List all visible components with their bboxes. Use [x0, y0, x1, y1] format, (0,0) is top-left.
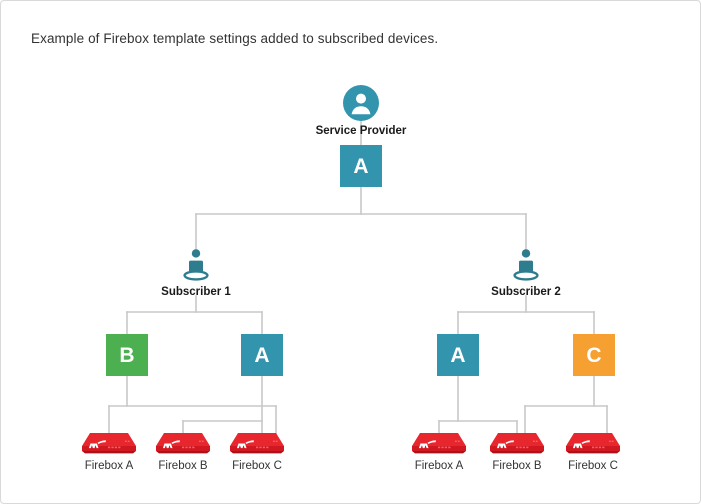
device-label: Firebox A	[84, 460, 134, 472]
firebox-appliance-icon	[144, 431, 222, 455]
service-provider-label: Service Provider	[315, 125, 407, 137]
device-sub2-firebox-a[interactable]: Firebox A	[400, 431, 478, 472]
user-circle-icon	[281, 85, 441, 121]
device-label: Firebox B	[158, 460, 208, 472]
service-provider-node: Service Provider	[281, 85, 441, 137]
firebox-appliance-icon	[70, 431, 148, 455]
subscriber-2-label: Subscriber 2	[491, 286, 561, 298]
template-box-sub1-b[interactable]: B	[106, 334, 148, 376]
subscriber-1-node: Subscriber 1	[116, 248, 276, 298]
user-platform-icon	[116, 248, 276, 282]
device-sub1-firebox-b[interactable]: Firebox B	[144, 431, 222, 472]
device-sub2-firebox-b[interactable]: Firebox B	[478, 431, 556, 472]
firebox-appliance-icon	[478, 431, 556, 455]
firebox-appliance-icon	[400, 431, 478, 455]
template-box-sub2-c[interactable]: C	[573, 334, 615, 376]
template-box-sub2-a[interactable]: A	[437, 334, 479, 376]
template-box-sub1-a[interactable]: A	[241, 334, 283, 376]
template-box-sp-a[interactable]: A	[340, 145, 382, 187]
device-sub2-firebox-c[interactable]: Firebox C	[554, 431, 632, 472]
device-label: Firebox C	[232, 460, 282, 472]
device-sub1-firebox-a[interactable]: Firebox A	[70, 431, 148, 472]
device-label: Firebox C	[568, 460, 618, 472]
subscriber-2-node: Subscriber 2	[446, 248, 606, 298]
firebox-appliance-icon	[218, 431, 296, 455]
device-label: Firebox A	[414, 460, 464, 472]
firebox-appliance-icon	[554, 431, 632, 455]
device-sub1-firebox-c[interactable]: Firebox C	[218, 431, 296, 472]
user-platform-icon	[446, 248, 606, 282]
device-label: Firebox B	[492, 460, 542, 472]
diagram-caption: Example of Firebox template settings add…	[31, 31, 439, 46]
subscriber-1-label: Subscriber 1	[161, 286, 231, 298]
